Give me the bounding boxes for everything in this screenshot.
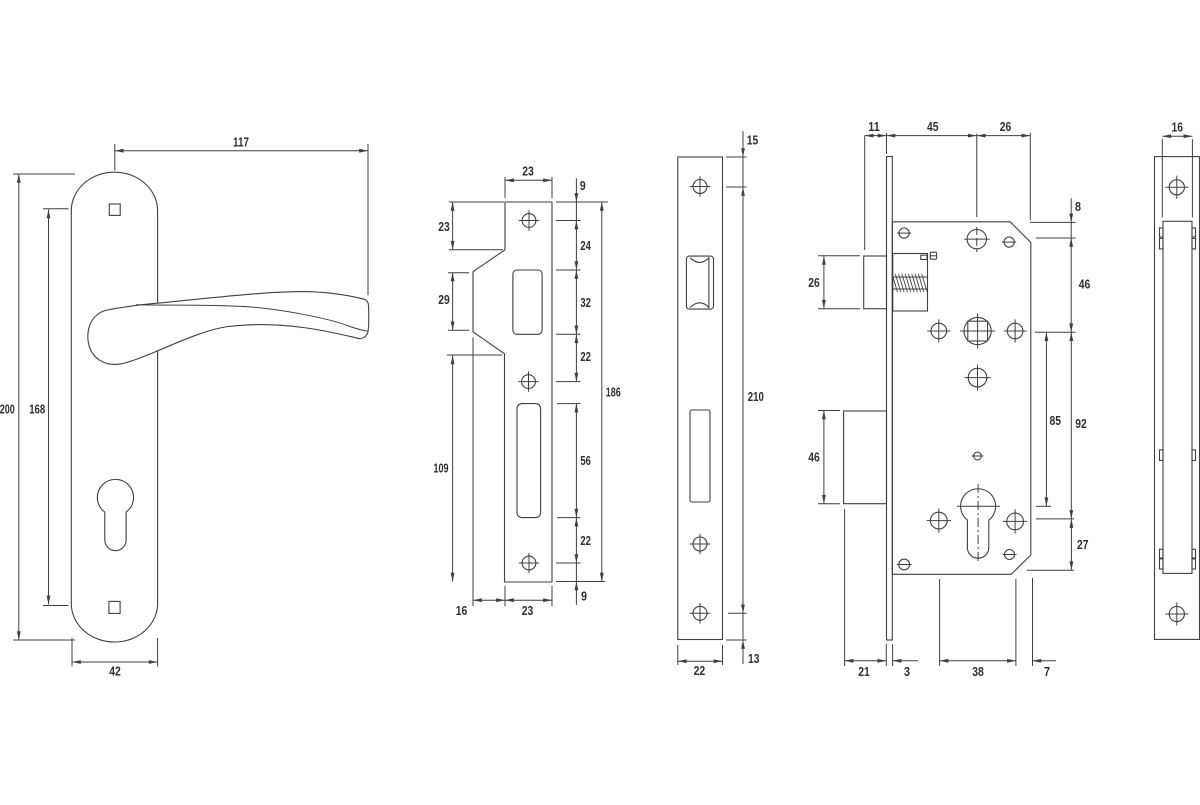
- svg-text:3: 3: [904, 665, 910, 679]
- svg-text:15: 15: [747, 134, 759, 148]
- svg-text:210: 210: [748, 390, 764, 404]
- svg-text:56: 56: [580, 454, 591, 468]
- svg-text:92: 92: [1075, 417, 1087, 431]
- svg-text:9: 9: [581, 590, 587, 604]
- svg-text:8: 8: [1075, 200, 1081, 214]
- svg-text:200: 200: [0, 402, 15, 416]
- svg-text:16: 16: [456, 604, 468, 618]
- svg-text:168: 168: [29, 402, 45, 416]
- svg-text:26: 26: [808, 276, 820, 290]
- svg-text:46: 46: [1079, 278, 1091, 292]
- svg-text:13: 13: [748, 652, 760, 666]
- svg-text:29: 29: [438, 293, 450, 307]
- svg-text:46: 46: [808, 451, 820, 465]
- svg-text:22: 22: [580, 534, 591, 548]
- svg-text:22: 22: [694, 664, 706, 678]
- svg-text:27: 27: [1077, 538, 1089, 552]
- svg-text:42: 42: [109, 664, 121, 678]
- svg-text:11: 11: [868, 120, 880, 134]
- svg-text:23: 23: [522, 165, 534, 179]
- svg-text:23: 23: [522, 604, 534, 618]
- svg-text:26: 26: [1000, 120, 1012, 134]
- svg-text:23: 23: [438, 220, 450, 234]
- svg-text:9: 9: [580, 179, 586, 193]
- svg-text:22: 22: [580, 350, 591, 364]
- svg-text:117: 117: [233, 135, 249, 149]
- svg-text:32: 32: [580, 296, 591, 310]
- svg-text:186: 186: [606, 385, 621, 399]
- svg-text:24: 24: [580, 239, 591, 253]
- svg-text:38: 38: [972, 665, 984, 679]
- svg-text:85: 85: [1050, 414, 1062, 428]
- svg-text:45: 45: [927, 120, 939, 134]
- svg-text:7: 7: [1044, 665, 1050, 679]
- svg-text:16: 16: [1172, 121, 1184, 135]
- svg-text:109: 109: [434, 462, 449, 476]
- svg-text:21: 21: [858, 665, 870, 679]
